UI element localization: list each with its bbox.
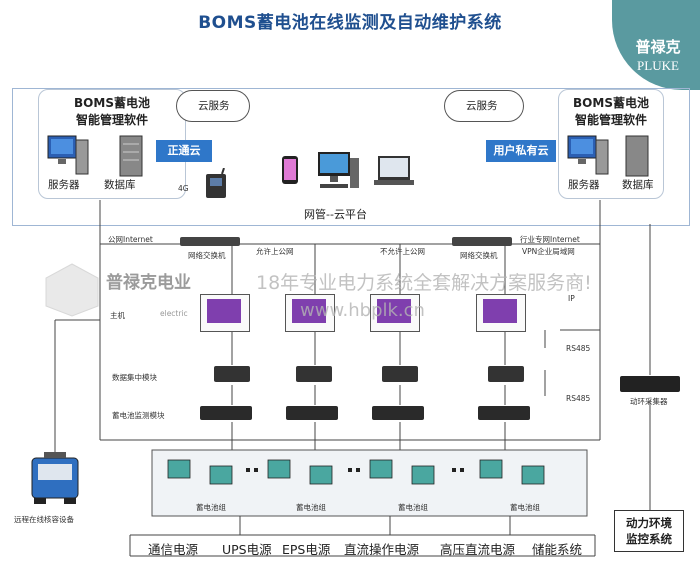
database-label-right: 数据库: [622, 179, 654, 191]
tag-zhengtong-cloud: 正通云: [156, 140, 212, 162]
cloud-service-left: [176, 90, 250, 122]
bottom-item-6: 储能系统: [532, 542, 583, 557]
watermark-url: www.hbplk.cn: [300, 300, 425, 321]
watermark-company-en: electric: [160, 309, 188, 318]
concentrator-3: [382, 366, 418, 382]
concentrator-1: [214, 366, 250, 382]
host-row-label: 主机: [110, 311, 125, 320]
env-monitor-box: 动力环境 监控系统: [614, 510, 684, 552]
database-label-left: 数据库: [104, 179, 136, 191]
remote-device-label: 远程在线核容设备: [14, 515, 74, 524]
host-panel-4: [476, 294, 526, 332]
right-switch-label: 网络交换机: [460, 251, 498, 260]
cloud-platform-frame: [12, 88, 690, 226]
env-monitor-line1: 动力环境: [626, 516, 672, 530]
battery-groups: [167, 459, 545, 485]
watermark-slogan: 18年专业电力系统全套解决方案服务商!: [256, 272, 592, 294]
rs485-label-b: RS485: [566, 394, 591, 403]
dynamic-collector-label: 动环采集器: [630, 397, 668, 406]
concentrator-2: [296, 366, 332, 382]
ip-label: IP: [568, 294, 575, 303]
left-switch-label: 网络交换机: [188, 251, 226, 260]
host-panel-3: [370, 294, 420, 332]
remote-capacity-device-icon: [31, 452, 79, 504]
cloud-service-left-label: 云服务: [198, 100, 230, 112]
software-title-right-line1: BOMS蓄电池: [573, 96, 649, 110]
concentrator-4: [488, 366, 524, 382]
battery-group-label-1: 蓄电池组: [196, 503, 226, 512]
bottom-item-4: 直流操作电源: [344, 542, 420, 557]
cloud-service-right-label: 云服务: [466, 100, 498, 112]
brand-logo-en: PLUKE: [637, 58, 679, 73]
software-title-right-line2: 智能管理软件: [574, 113, 647, 127]
tag-private-cloud: 用户私有云: [486, 140, 556, 162]
host-panel-1: [200, 294, 250, 332]
vpn-label: VPN企业局域网: [522, 247, 575, 256]
env-monitor-line2: 监控系统: [626, 532, 672, 546]
industry-internet-label: 行业专网Internet: [520, 235, 580, 244]
software-title-line2: 智能管理软件: [75, 113, 148, 127]
monitor-module-2: [286, 406, 338, 420]
network-switch-right: [452, 237, 512, 246]
platform-label: 网管--云平台: [304, 208, 367, 221]
host-panel-2: [285, 294, 335, 332]
monitor-module-4: [478, 406, 530, 420]
battery-group-label-3: 蓄电池组: [398, 503, 428, 512]
monitor-row-label: 蓄电池监测模块: [112, 411, 165, 420]
bottom-item-2: UPS电源: [222, 542, 272, 557]
watermark-logo-icon: [45, 263, 99, 317]
allow-public-label: 允许上公网: [256, 247, 294, 256]
rs485-label-a: RS485: [566, 344, 591, 353]
server-label-left: 服务器: [48, 179, 80, 191]
cloud-service-right: [444, 90, 524, 122]
terminal-devices-icons: [282, 152, 414, 188]
concentrator-row-label: 数据集中模块: [112, 373, 157, 382]
dynamic-collector-device: [620, 376, 680, 392]
bottom-item-1: 通信电源: [148, 542, 199, 557]
server-database-icons-left: [47, 135, 143, 177]
battery-group-label-2: 蓄电池组: [296, 503, 326, 512]
4g-module-icon: [206, 168, 226, 198]
deny-public-label: 不允许上公网: [380, 247, 425, 256]
watermark-company: 普禄克电业: [106, 273, 191, 293]
monitor-module-3: [372, 406, 424, 420]
bottom-item-5: 高压直流电源: [440, 542, 516, 557]
signal-4g-label: 4G: [178, 184, 189, 193]
network-switch-left: [180, 237, 240, 246]
software-title-line1: BOMS蓄电池: [74, 96, 150, 110]
page-title: BOMS蓄电池在线监测及自动维护系统: [198, 13, 502, 33]
brand-logo-cn: 普禄克: [635, 38, 681, 56]
bottom-item-3: EPS电源: [282, 542, 331, 557]
monitor-module-1: [200, 406, 252, 420]
server-label-right: 服务器: [568, 179, 600, 191]
server-database-icons-right: [567, 135, 649, 177]
battery-group-label-4: 蓄电池组: [510, 503, 540, 512]
left-internet-label: 公网Internet: [108, 235, 153, 244]
